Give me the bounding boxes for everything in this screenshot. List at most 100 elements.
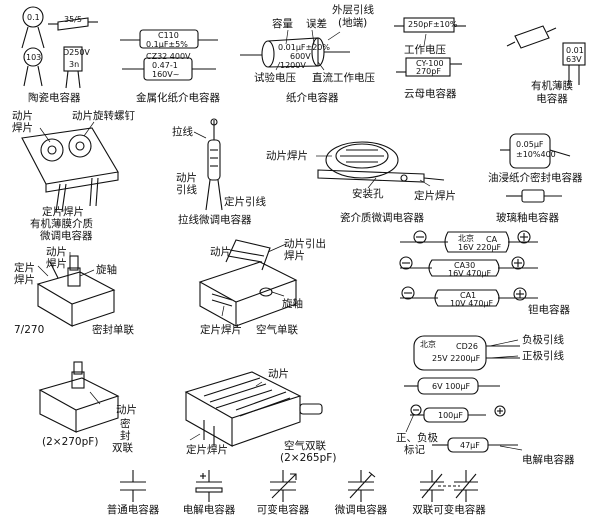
metal-paper-capacitors — [120, 29, 218, 81]
label-air-single: 空气单联 — [256, 324, 298, 336]
label-polarity-2: 标记 — [404, 444, 425, 456]
label-air-rotor: 动片 — [210, 246, 231, 258]
mark-elec-4: 6V 100μF — [432, 382, 471, 391]
label-porcelain-rotor: 动片焊片 — [266, 150, 308, 162]
mark-film-1: 0.01 — [566, 46, 584, 55]
label-sealed-shaft: 旋轴 — [96, 264, 117, 276]
label-air-dual-2: (2×265pF) — [280, 452, 337, 464]
label-trimmer-rotor-2: 焊片 — [12, 122, 33, 134]
film-trimmer — [21, 127, 119, 213]
mark-metal-paper-3: CZ32 400V — [146, 52, 191, 61]
wire-trimmer — [205, 118, 223, 211]
label-wire-trimmer: 拉线微调电容器 — [178, 214, 252, 226]
symbol-dual-variable — [420, 470, 478, 502]
porcelain-trimmer — [317, 141, 445, 183]
label-film-trimmer-2: 微调电容器 — [40, 230, 93, 242]
symbol-label-trimmer: 微调电容器 — [334, 504, 388, 516]
label-tantalum: 钽电容器 — [528, 304, 570, 316]
label-wire-stator: 定片引线 — [224, 196, 266, 208]
mark-paper-3: 1200V — [280, 61, 306, 70]
mark-tantalum-3: 16V 220μF — [458, 243, 502, 252]
sealed-dual — [38, 361, 120, 433]
label-electrolytic: 电解电容器 — [522, 454, 575, 466]
label-air-dual-1: 空气双联 — [284, 440, 326, 452]
mark-paper-2: 600V — [290, 52, 311, 61]
mark-sealed-single: 7/270 — [14, 324, 45, 336]
glass-glaze-capacitor — [506, 189, 562, 203]
label-porcelain-stator: 定片焊片 — [414, 190, 456, 202]
label-wire-rotor-2: 引线 — [176, 184, 197, 196]
label-porcelain-trimmer: 瓷介质微调电容器 — [340, 212, 424, 224]
label-trimmer-rotor: 动片 — [12, 110, 33, 122]
mark-mica-3: 270pF — [416, 67, 441, 76]
mark-tantalum-5: 16V 470μF — [448, 269, 492, 278]
leader-lines — [37, 29, 523, 451]
label-air-shaft: 旋轴 — [282, 298, 303, 310]
mark-metal-paper-4: 0.47-1 — [152, 61, 178, 70]
symbol-ordinary — [120, 470, 146, 502]
label-sealed-stator-2: 焊片 — [14, 274, 35, 286]
mark-elec-6: 47μF — [460, 441, 480, 450]
tantalum-capacitors — [399, 230, 538, 307]
label-metal-paper: 金属化纸介电容器 — [136, 92, 220, 104]
label-sealed-rotor-1: 动片 — [46, 246, 67, 258]
symbol-label-ordinary: 普通电容器 — [106, 504, 160, 516]
label-sealed-dual-2: 封 — [120, 430, 131, 442]
label-film-1: 有机薄膜 — [531, 80, 573, 92]
mark-elec-5: 100μF — [438, 411, 463, 420]
mark-elec-3: 25V 2200μF — [432, 354, 481, 363]
mark-ceramic-4: D250V — [63, 48, 90, 57]
label-test-voltage: 试验电压 — [254, 72, 296, 84]
label-capacity: 容量 — [272, 18, 293, 30]
mark-oil-2: ±10%400 — [516, 150, 556, 159]
label-oil-paper: 油浸纸介密封电容器 — [488, 172, 583, 184]
symbol-label-dual: 双联可变电容器 — [412, 504, 486, 516]
label-mica: 云母电容器 — [404, 88, 457, 100]
mark-ceramic-2: 35/5 — [64, 15, 82, 24]
symbol-variable — [270, 470, 297, 502]
mark-metal-paper-5: 160V~ — [152, 70, 180, 79]
symbol-label-electrolytic: 电解电容器 — [182, 504, 236, 516]
label-sealed-rotor-2: 焊片 — [46, 258, 67, 270]
mark-elec-2: CD26 — [456, 342, 478, 351]
mark-tantalum-2: CA — [486, 235, 498, 244]
label-film-trimmer-1: 有机薄膜介质 — [30, 218, 93, 230]
label-film-2: 电容器 — [536, 93, 568, 105]
mark-paper-1: 0.01μF±20% — [278, 43, 330, 52]
ceramic-capacitors — [21, 6, 98, 89]
mark-sealed-dual: (2×270pF) — [42, 436, 99, 448]
organic-film-capacitors — [506, 25, 586, 85]
label-outer-lead: 外层引线 — [332, 4, 374, 16]
label-glass-glaze: 玻璃釉电容器 — [496, 212, 559, 224]
label-pull-wire: 拉线 — [172, 126, 193, 138]
label-trimmer-screw: 动片旋转螺钉 — [72, 110, 135, 122]
mark-tantalum-1: 北京 — [458, 234, 474, 243]
mark-tantalum-4: CA30 — [454, 261, 476, 270]
label-ceramic: 陶瓷电容器 — [28, 92, 81, 104]
label-sealed-dual-3: 双联 — [112, 442, 133, 454]
mark-ceramic-5: 3n — [69, 60, 80, 69]
label-sealed-single: 密封单联 — [92, 324, 134, 336]
label-dual-rotor: 动片 — [116, 404, 137, 416]
label-dc-voltage: 直流工作电压 — [312, 72, 375, 84]
label-trimmer-stator: 定片焊片 — [42, 206, 84, 218]
label-sealed-dual-1: 密 — [120, 418, 131, 430]
mica-capacitors — [394, 17, 466, 77]
mark-metal-paper-1: C110 — [158, 31, 179, 40]
symbol-electrolytic — [195, 470, 223, 502]
symbol-trimmer — [348, 470, 376, 502]
air-single — [198, 239, 298, 327]
mark-film-2: 63V — [566, 55, 582, 64]
label-air-rotor-lead-2: 焊片 — [284, 250, 305, 262]
label-polarity-1: 正、负极 — [396, 432, 438, 444]
label-error: 误差 — [306, 18, 327, 30]
label-wire-rotor-1: 动片 — [176, 172, 197, 184]
label-ground: (地端) — [338, 17, 368, 29]
label-paper: 纸介电容器 — [286, 92, 339, 104]
label-working-voltage: 工作电压 — [404, 44, 446, 56]
mark-tantalum-7: 10V 470μF — [450, 299, 494, 308]
label-air-stator: 定片焊片 — [200, 324, 242, 336]
label-sealed-stator-1: 定片 — [14, 262, 35, 274]
